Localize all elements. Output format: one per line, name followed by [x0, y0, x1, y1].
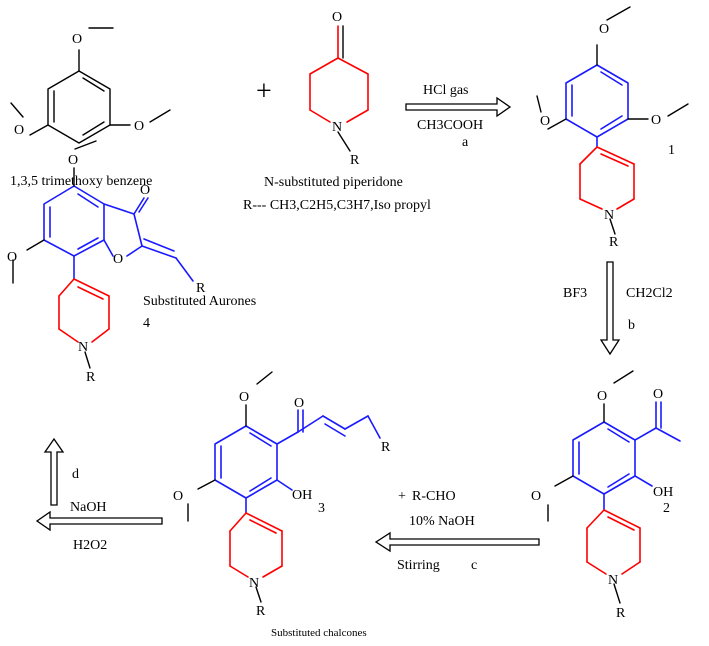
- atom-o: O: [651, 113, 661, 128]
- atom-n: N: [249, 576, 259, 591]
- trimethoxybenzene-structure: O O O: [10, 27, 171, 144]
- atom-o: O: [113, 252, 123, 267]
- step-d-label: d: [72, 467, 79, 482]
- atom-n: N: [604, 208, 614, 223]
- step-c-reagent-3: Stirring: [397, 558, 440, 573]
- step-a-reagent-1: HCl gas: [423, 83, 469, 98]
- atom-o: O: [7, 250, 17, 265]
- atom-r: R: [381, 440, 391, 455]
- compound-1-structure: O O O N R: [536, 6, 689, 250]
- atom-r: R: [196, 281, 206, 296]
- step-a-label: a: [462, 135, 469, 150]
- step-c-reagent-2: 10% NaOH: [409, 514, 475, 529]
- r-prefix: R---: [243, 198, 267, 213]
- atom-o: O: [599, 22, 609, 37]
- atom-o: O: [140, 183, 150, 198]
- atom-o: O: [653, 387, 663, 402]
- atom-o: O: [14, 123, 24, 138]
- atom-o: O: [239, 390, 249, 405]
- compound-3-label: Substituted chalcones: [271, 627, 367, 639]
- atom-o: O: [72, 32, 82, 47]
- arrow-step-a: [405, 96, 512, 118]
- atom-r: R: [350, 153, 360, 168]
- compound-3-number: 3: [318, 501, 325, 516]
- atom-o: O: [597, 389, 607, 404]
- step-c-label: c: [471, 558, 477, 573]
- atom-o: O: [173, 489, 183, 504]
- piperidone-label: N-substituted piperidone: [264, 175, 403, 190]
- atom-n: N: [608, 573, 618, 588]
- arrow-step-d-horizontal: [35, 510, 163, 532]
- compound-4-label: Substituted Aurones: [143, 294, 256, 309]
- atom-r: R: [86, 370, 96, 385]
- atom-o: O: [68, 153, 78, 168]
- atom-o: O: [332, 10, 342, 25]
- step-c-plus: +: [398, 489, 406, 504]
- atom-r: R: [609, 235, 619, 250]
- atom-n: N: [78, 340, 88, 355]
- piperidone-r-groups: R--- CH3,C2H5,C3H7,Iso propyl: [243, 198, 431, 213]
- atom-r: R: [256, 604, 266, 619]
- atom-o: O: [134, 119, 144, 134]
- compound-4-structure: O O O O R N R: [7, 140, 206, 385]
- atom-o: O: [294, 396, 304, 411]
- atom-oh: OH: [653, 485, 673, 500]
- compound-2-number: 2: [663, 501, 670, 516]
- atom-o: O: [531, 489, 541, 504]
- arrow-step-b: [599, 261, 621, 356]
- step-c-reagent-1: R-CHO: [412, 489, 456, 504]
- compound-3-structure: O O R OH O N R: [173, 371, 391, 619]
- atom-oh: OH: [292, 488, 312, 503]
- piperidone-structure: O N R: [309, 10, 369, 168]
- atom-r: R: [616, 606, 626, 621]
- step-b-reagent-2: CH2Cl2: [626, 286, 673, 301]
- atom-n: N: [332, 120, 342, 135]
- step-b-reagent-1: BF3: [563, 286, 587, 301]
- compound-4-number: 4: [143, 316, 150, 331]
- r-values: CH3,C2H5,C3H7,Iso propyl: [270, 198, 431, 213]
- step-a-reagent-2: CH3COOH: [417, 118, 483, 133]
- atom-o: O: [540, 114, 550, 129]
- compound-1-number: 1: [668, 143, 675, 158]
- step-b-label: b: [628, 318, 635, 333]
- step-d-reagent-2: H2O2: [73, 538, 107, 553]
- arrow-step-c: [374, 531, 540, 553]
- plus-sign: +: [256, 76, 272, 107]
- step-d-reagent-1: NaOH: [70, 500, 107, 515]
- trimethoxybenzene-label: 1,3,5 trimethoxy benzene: [10, 174, 152, 189]
- arrow-step-d-vertical: [43, 437, 65, 506]
- compound-2-structure: O O OH O N R: [531, 370, 681, 621]
